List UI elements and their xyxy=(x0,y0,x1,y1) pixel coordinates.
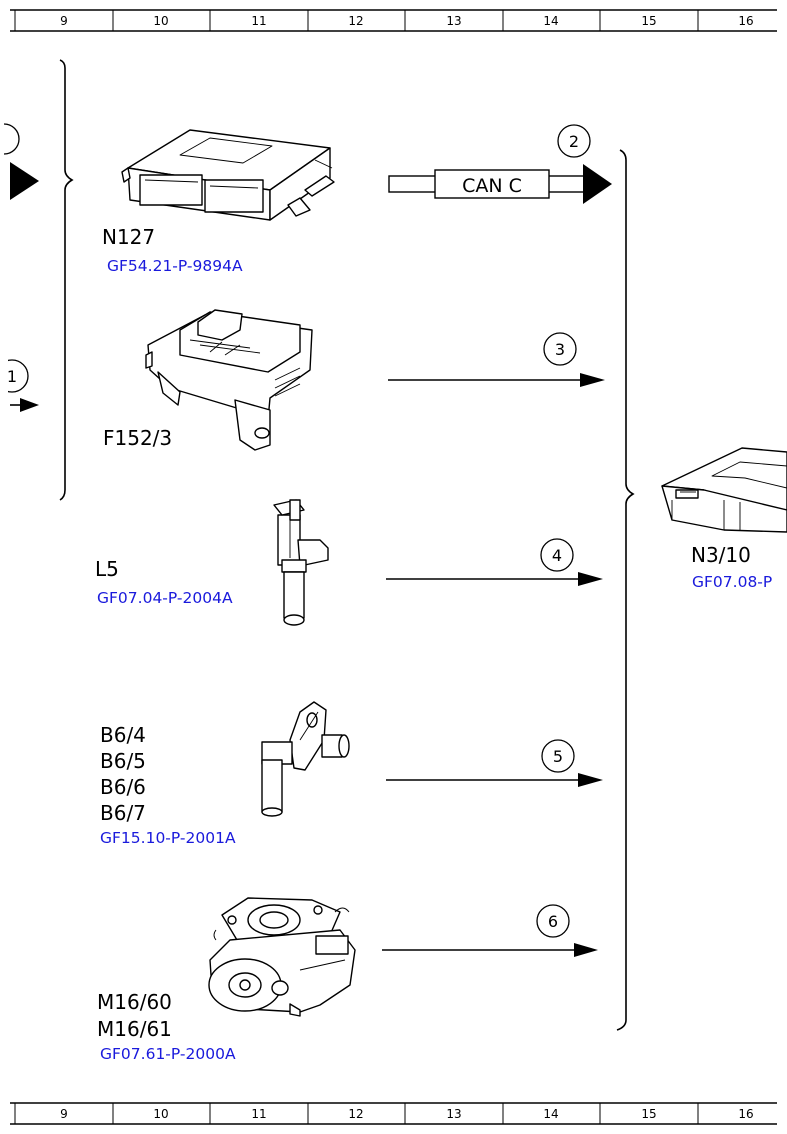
ruler-top-11: 11 xyxy=(251,14,266,28)
f152-3-component-icon xyxy=(145,309,313,451)
bottom-ruler: 9 10 11 12 13 14 15 16 xyxy=(10,1102,777,1125)
ruler-bottom-11: 11 xyxy=(251,1107,266,1121)
l5-label: L5 xyxy=(95,557,119,581)
ruler-bottom-15: 15 xyxy=(641,1107,656,1121)
b6-reference[interactable]: GF15.10-P-2001A xyxy=(100,829,236,847)
left-partial-marker xyxy=(3,123,20,155)
arrow-5-head xyxy=(578,773,603,787)
marker-4-label: 4 xyxy=(552,546,562,565)
marker-3-label: 3 xyxy=(555,340,565,359)
marker-2: 2 xyxy=(557,124,591,158)
l5-sensor-icon xyxy=(273,499,329,626)
ruler-top-10: 10 xyxy=(153,14,168,28)
ruler-bottom-13: 13 xyxy=(446,1107,461,1121)
ruler-top-15: 15 xyxy=(641,14,656,28)
ruler-bottom-14: 14 xyxy=(543,1107,558,1121)
b6-5-label: B6/5 xyxy=(100,749,146,773)
marker-2-label: 2 xyxy=(569,132,579,151)
marker-6-label: 6 xyxy=(548,912,558,931)
marker-1-label: 1 xyxy=(7,367,17,386)
ruler-bottom-16: 16 xyxy=(738,1107,753,1121)
ruler-bottom-9: 9 xyxy=(60,1107,68,1121)
right-brace xyxy=(616,149,635,1031)
ruler-top-14: 14 xyxy=(543,14,558,28)
ruler-top-16: 16 xyxy=(738,14,753,28)
marker-6: 6 xyxy=(536,904,570,938)
b6-camshaft-sensor-icon xyxy=(261,701,350,817)
marker-1: 1 xyxy=(0,358,29,394)
ruler-top-13: 13 xyxy=(446,14,461,28)
m16-actuator-icon xyxy=(208,897,356,1017)
n3-10-control-unit-icon xyxy=(661,447,787,533)
arrow-6-head xyxy=(574,943,598,957)
marker-4: 4 xyxy=(540,538,574,572)
l5-reference[interactable]: GF07.04-P-2004A xyxy=(97,589,233,607)
left-brace xyxy=(59,59,74,501)
n127-label: N127 xyxy=(102,225,155,249)
top-ruler: 9 10 11 12 13 14 15 16 xyxy=(10,9,777,32)
m16-61-label: M16/61 xyxy=(97,1017,172,1041)
can-c-arrowhead xyxy=(583,164,612,204)
n3-10-label: N3/10 xyxy=(691,543,751,567)
ruler-bottom-12: 12 xyxy=(348,1107,363,1121)
m16-60-label: M16/60 xyxy=(97,990,172,1014)
can-c-label: CAN C xyxy=(462,175,522,197)
arrow-3-head xyxy=(580,373,605,387)
b6-6-label: B6/6 xyxy=(100,775,146,799)
m16-reference[interactable]: GF07.61-P-2000A xyxy=(100,1045,236,1063)
b6-4-label: B6/4 xyxy=(100,723,146,747)
marker-5: 5 xyxy=(541,739,575,773)
arrow-4-head xyxy=(578,572,603,586)
f152-3-label: F152/3 xyxy=(103,426,172,450)
left-arrowhead-large xyxy=(10,162,39,200)
left-arrowhead-small xyxy=(20,398,39,412)
ruler-top-12: 12 xyxy=(348,14,363,28)
ruler-top-9: 9 xyxy=(60,14,68,28)
n127-control-unit-icon xyxy=(121,129,335,221)
can-c-bus: CAN C xyxy=(388,164,612,204)
marker-3: 3 xyxy=(543,332,577,366)
n3-10-reference[interactable]: GF07.08-P xyxy=(692,573,772,591)
n127-reference[interactable]: GF54.21-P-9894A xyxy=(107,257,243,275)
marker-5-label: 5 xyxy=(553,747,563,766)
b6-7-label: B6/7 xyxy=(100,801,146,825)
ruler-bottom-10: 10 xyxy=(153,1107,168,1121)
